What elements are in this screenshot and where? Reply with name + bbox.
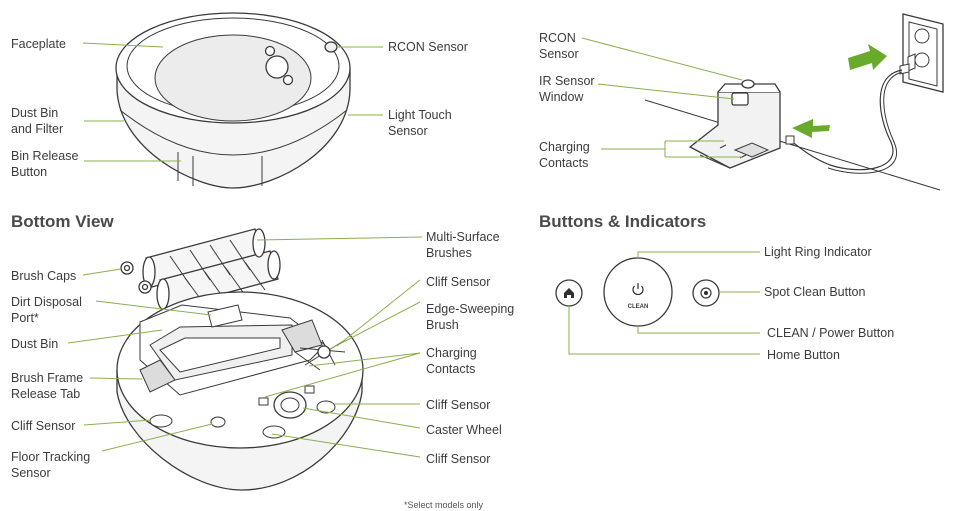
label-charging-contacts-dock: Charging Contacts xyxy=(539,140,590,170)
label-floor-tracking-sensor: Floor Tracking Sensor xyxy=(11,450,91,480)
spot-icon[interactable] xyxy=(704,291,708,295)
label-cliff-sensor-bottom-right: Cliff Sensor xyxy=(426,452,491,466)
label-dust-bin-filter: Dust Bin and Filter xyxy=(11,106,64,136)
label-dirt-disposal-port: Dirt Disposal Port* xyxy=(11,295,82,325)
robot-bottom-view xyxy=(116,291,364,491)
heading-buttons-indicators: Buttons & Indicators xyxy=(539,212,707,231)
label-spot-clean-button: Spot Clean Button xyxy=(764,285,866,299)
label-bin-release-button: Bin Release Button xyxy=(11,149,79,179)
label-clean-power-button: CLEAN / Power Button xyxy=(767,326,895,340)
label-charging-contacts-bottom: Charging Contacts xyxy=(426,346,477,376)
footnote: *Select models only xyxy=(404,500,484,510)
label-light-ring-indicator: Light Ring Indicator xyxy=(764,245,872,259)
label-rcon-sensor-robot: RCON Sensor xyxy=(388,40,468,54)
label-edge-sweeping-brush: Edge-Sweeping Brush xyxy=(426,302,515,332)
label-light-touch-sensor: Light Touch Sensor xyxy=(388,108,452,138)
label-cliff-sensor-top-right: Cliff Sensor xyxy=(426,275,491,289)
power-icon[interactable] xyxy=(632,283,644,296)
button-panel xyxy=(555,257,720,327)
power-cord-inner xyxy=(827,71,903,174)
label-multi-surface-brushes: Multi-Surface Brushes xyxy=(426,230,500,260)
label-brush-frame-release-tab: Brush Frame Release Tab xyxy=(11,371,84,401)
arrow-to-dock xyxy=(792,119,830,138)
arrow-to-outlet xyxy=(848,44,887,70)
robot-top-view xyxy=(115,12,351,189)
label-faceplate: Faceplate xyxy=(11,37,66,51)
charging-dock xyxy=(644,79,941,191)
label-home-button: Home Button xyxy=(767,348,840,362)
label-cliff-sensor-mid-right: Cliff Sensor xyxy=(426,398,491,412)
home-icon[interactable] xyxy=(564,288,574,298)
label-brush-caps: Brush Caps xyxy=(11,269,77,283)
label-ir-sensor-window: IR Sensor Window xyxy=(539,74,595,104)
label-dust-bin: Dust Bin xyxy=(11,337,59,351)
brush-caps xyxy=(120,261,152,294)
label-caster-wheel: Caster Wheel xyxy=(426,423,502,437)
leader-lines xyxy=(67,37,760,458)
label-rcon-sensor-dock: RCON Sensor xyxy=(539,31,579,61)
power-cord xyxy=(789,69,903,171)
label-cliff-sensor-left: Cliff Sensor xyxy=(11,419,76,433)
clean-button-text[interactable]: CLEAN xyxy=(628,304,649,310)
heading-bottom-view: Bottom View xyxy=(11,212,114,231)
wall-outlet xyxy=(899,13,944,93)
